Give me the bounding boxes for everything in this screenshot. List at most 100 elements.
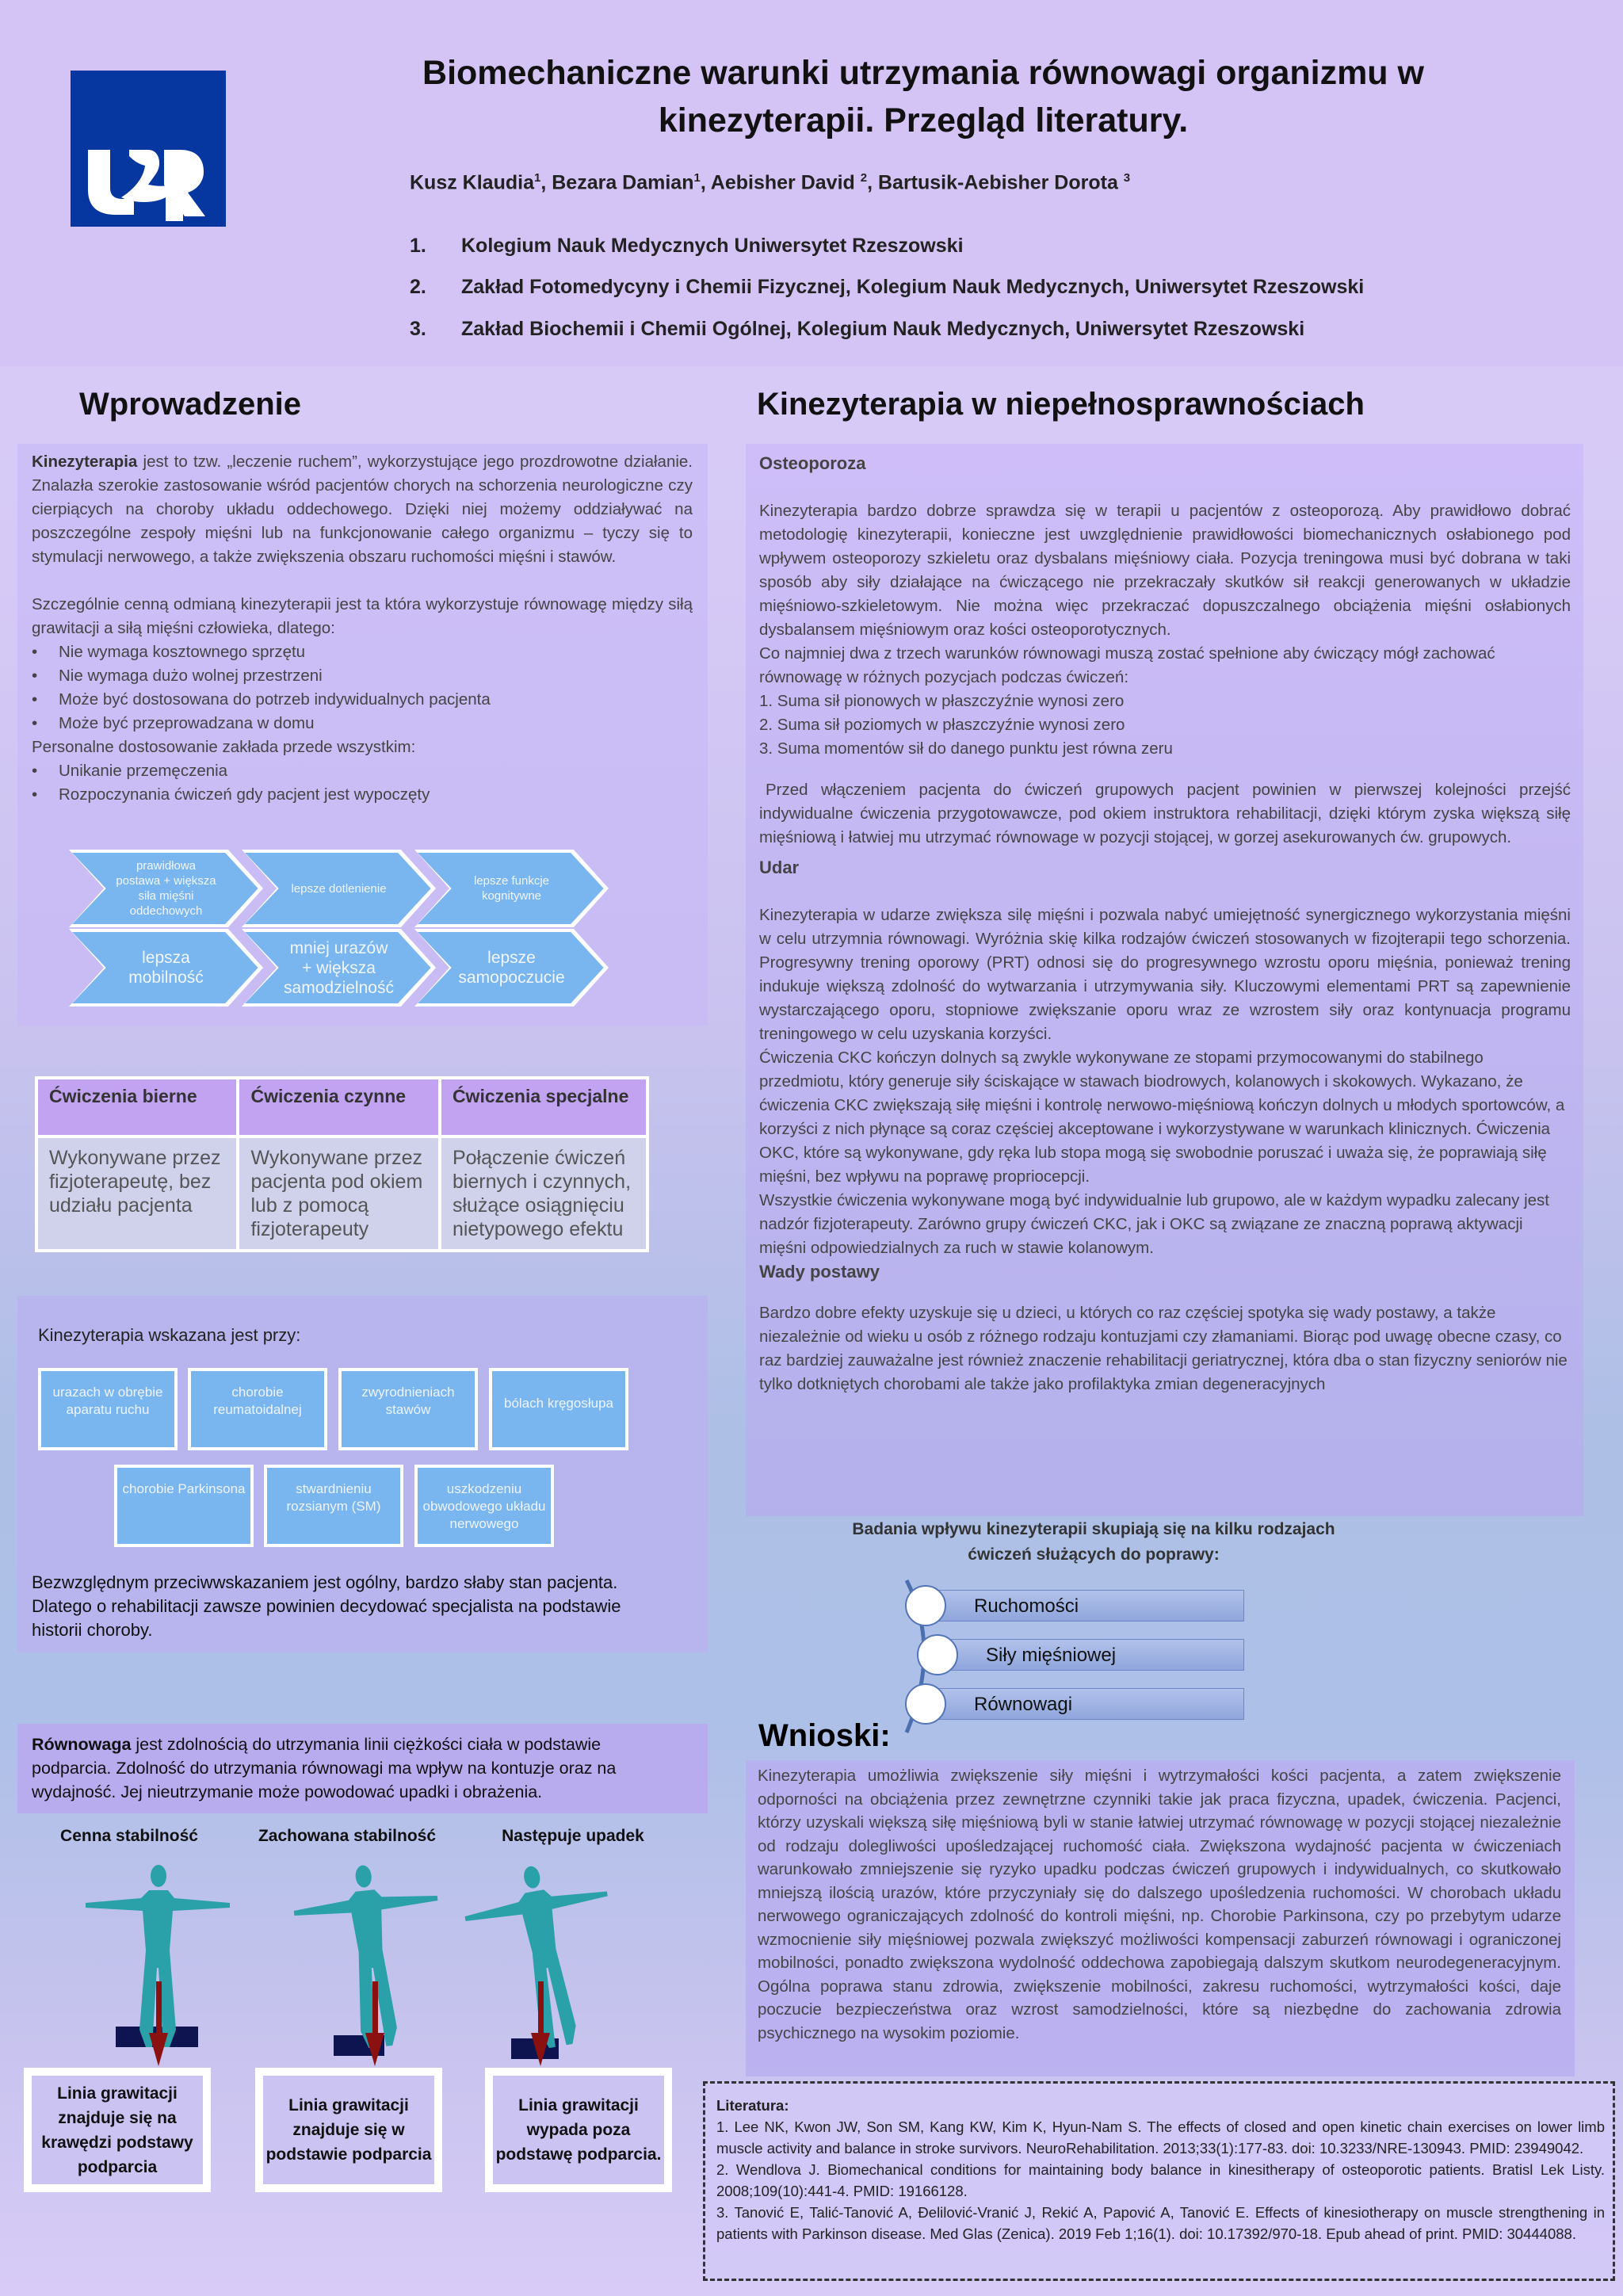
osteoporosis-title: Osteoporoza: [759, 453, 866, 473]
bullet-circle-icon: [905, 1683, 946, 1725]
bullet-circle-icon: [905, 1585, 946, 1626]
gravity-arrow-icon: [531, 2033, 550, 2066]
disability-heading: Kinezyterapia w niepełnosprawnościach: [757, 387, 1365, 422]
indication-item: bólach kręgosłupa: [489, 1368, 628, 1450]
posture-title: Wady postawy: [759, 1262, 880, 1282]
research-title-line: Badania wpływu kinezyterapii skupiają si…: [852, 1520, 1335, 1538]
osteoporosis-para: Przed włączeniem pacjenta do ćwiczeń gru…: [759, 781, 1571, 846]
gravity-line: [538, 1981, 544, 2045]
balance-text: Równowaga jest zdolnością do utrzymania …: [32, 1733, 666, 1804]
caption-text: Linia grawitacji znajduje się w podstawi…: [263, 2076, 434, 2184]
indication-item: stwardnieniu rozsianym (SM): [264, 1465, 403, 1547]
research-item: Równowagi: [934, 1688, 1244, 1720]
title-line-2: kinezyterapii. Przegląd literatury.: [658, 101, 1189, 139]
affiliation-number: 3.: [410, 318, 426, 340]
human-figure-icon: [86, 1865, 230, 2047]
caption-text: Linia grawitacji znajduje się na krawędz…: [32, 2076, 203, 2184]
poster-title: Biomechaniczne warunki utrzymania równow…: [349, 49, 1498, 144]
author: Bezara Damian: [552, 171, 694, 194]
table-cell: Wykonywane przez pacjenta pod okiem lub …: [239, 1138, 438, 1249]
affiliation-text: Kolegium Nauk Medycznych Uniwersytet Rze…: [461, 235, 964, 257]
contraindication-text: Bezwzględnym przeciwwskazaniem jest ogól…: [32, 1572, 621, 1640]
authors: Kusz Klaudia1, Bezara Damian1, Aebisher …: [410, 171, 1131, 194]
bullet-text: Może być dostosowana do potrzeb indywidu…: [59, 690, 491, 709]
disability-text: Osteoporoza Kinezyterapia bardzo dobrze …: [759, 452, 1571, 1396]
reference-item: 2. Wendlova J. Biomechanical conditions …: [716, 2161, 1605, 2199]
research-list: Ruchomości Siły mięśniowej Równowagi: [902, 1577, 1251, 1736]
balance-box: [17, 1724, 708, 1813]
university-logo: [71, 71, 226, 227]
disability-box: [746, 444, 1583, 1516]
bullet-text: Może być przeprowadzana w domu: [59, 714, 315, 732]
author-sup: 1: [693, 171, 701, 185]
bullet-circle-icon: [917, 1634, 958, 1675]
figure-label: Zachowana stabilność: [258, 1827, 437, 1845]
bullet-text: Unikanie przemęczenia: [59, 762, 228, 780]
intro-heading: Wprowadzenie: [79, 387, 302, 422]
conclusions-box: [746, 1760, 1575, 2076]
reference-item: 1. Lee NK, Kwon JW, Son SM, Kang KW, Kim…: [716, 2118, 1605, 2157]
chevron-item: lepsze funkcje kognitywne: [414, 850, 609, 927]
caption-box: Linia grawitacji wypada poza podstawę po…: [485, 2068, 672, 2192]
author-sup: 2: [860, 171, 868, 185]
affiliation-number: 2.: [410, 276, 426, 298]
osteoporosis-para: Kinezyterapia bardzo dobrze sprawdza się…: [759, 502, 1571, 639]
bullet-list: •Unikanie przemęczenia•Rozpoczynania ćwi…: [32, 759, 693, 807]
intro-para: Personalne dostosowanie zakłada przede w…: [32, 738, 416, 756]
affiliation: 2.Zakład Fotomedycyny i Chemii Fizycznej…: [410, 276, 1364, 299]
bullet-item: •Rozpoczynania ćwiczeń gdy pacjent jest …: [32, 783, 693, 807]
bullet-list: •Nie wymaga kosztownego sprzętu•Nie wyma…: [32, 640, 693, 735]
author-sup: 3: [1123, 171, 1131, 185]
research-title: Badania wpływu kinezyterapii skupiają si…: [792, 1517, 1395, 1568]
author: Bartusik-Aebisher Dorota: [878, 171, 1124, 194]
intro-box: [17, 444, 708, 1026]
stroke-para: Wszystkie ćwiczenia wykonywane mogą być …: [759, 1191, 1549, 1257]
caption-box: Linia grawitacji znajduje się na krawędz…: [24, 2068, 211, 2192]
bullet-icon: •: [32, 690, 38, 709]
caption-box: Linia grawitacji znajduje się w podstawi…: [255, 2068, 442, 2192]
conclusions-heading: Wnioski:: [758, 1718, 891, 1753]
indications-title: Kinezyterapia wskazana jest przy:: [38, 1325, 301, 1345]
indication-item: chorobie Parkinsona: [114, 1465, 254, 1547]
bullet-icon: •: [32, 714, 38, 732]
title-line-1: Biomechaniczne warunki utrzymania równow…: [422, 54, 1424, 92]
posture-para: Bardzo dobre efekty uzyskuje się u dziec…: [759, 1304, 1568, 1393]
research-item: Ruchomości: [934, 1590, 1244, 1622]
bullet-icon: •: [32, 643, 38, 661]
table-cell: Połączenie ćwiczeń biernych i czynnych, …: [441, 1138, 646, 1249]
condition-item: 2. Suma sił poziomych w płaszczyźnie wyn…: [759, 716, 1125, 734]
table-cell: Wykonywane przez fizjoterapeutę, bez udz…: [38, 1138, 237, 1249]
affiliation: 1.Kolegium Nauk Medycznych Uniwersytet R…: [410, 235, 964, 258]
bullet-item: • Może być dostosowana do potrzeb indywid…: [32, 688, 693, 712]
gravity-line: [156, 1981, 162, 2045]
intro-lead-text: jest to tzw. „leczenie ruchem”, wykorzys…: [32, 453, 693, 566]
indication-item: chorobie reumatoidalnej: [188, 1368, 327, 1450]
gravity-line: [372, 1981, 378, 2045]
figure-label: Następuje upadek: [502, 1827, 644, 1845]
intro-text: Kinezyterapia jest to tzw. „leczenie ruc…: [32, 450, 693, 807]
bullet-item: •Nie wymaga kosztownego sprzętu: [32, 640, 693, 664]
indication-item: uszkodzeniu obwodowego układu nerwowego: [414, 1465, 554, 1547]
bullet-item: • Może być przeprowadzana w domu: [32, 712, 693, 735]
bullet-item: •Unikanie przemęczenia: [32, 759, 693, 783]
balance-lead-text: jest zdolnością do utrzymania linii cięż…: [32, 1735, 617, 1801]
caption-text: Linia grawitacji wypada poza podstawę po…: [493, 2076, 664, 2184]
table-header: Ćwiczenia specjalne: [441, 1079, 646, 1135]
chevron-label: prawidłowa postawa + większa siła mięśni…: [72, 853, 258, 924]
table-header: Ćwiczenia czynne: [239, 1079, 438, 1135]
author-sup: 1: [533, 171, 541, 185]
human-figure-icon: [293, 1865, 438, 2049]
human-figure-icon: [464, 1866, 608, 2049]
osteoporosis-para: Co najmniej dwa z trzech warunków równow…: [759, 644, 1495, 686]
table-header: Ćwiczenia bierne: [38, 1079, 237, 1135]
references-title: Literatura:: [716, 2097, 789, 2114]
stroke-para: Ćwiczenia CKC kończyn dolnych są zwykle …: [759, 1049, 1565, 1186]
intro-para: Szczególnie cenną odmianą kinezyterapii …: [32, 595, 693, 637]
bullet-text: Nie wymaga dużo wolnej przestrzeni: [59, 667, 323, 685]
author: Kusz Klaudia: [410, 171, 534, 194]
bullet-icon: •: [32, 667, 38, 685]
references-box: Literatura: 1. Lee NK, Kwon JW, Son SM, …: [703, 2081, 1615, 2281]
intro-lead-bold: Kinezyterapia: [32, 453, 138, 471]
bullet-text: Rozpoczynania ćwiczeń gdy pacjent jest w…: [59, 785, 430, 804]
